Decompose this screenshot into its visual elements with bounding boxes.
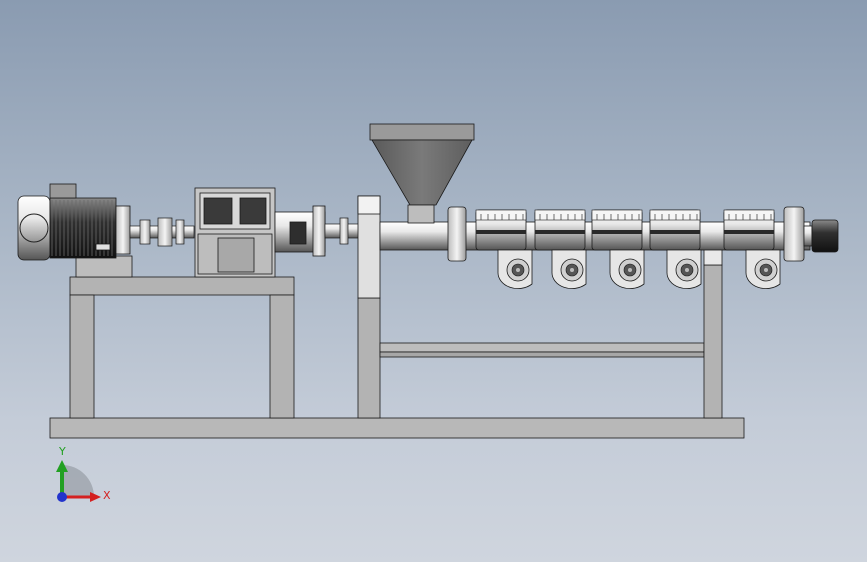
axis-triad: Y X [56, 445, 111, 502]
drive-motor [17, 183, 133, 278]
hopper-neck [407, 204, 435, 224]
motor-name-plate [95, 243, 111, 251]
cross-brace-upper [379, 342, 705, 353]
motor-foot [75, 255, 133, 278]
motor-cooling-fins [19, 197, 117, 259]
die-head [811, 219, 839, 253]
gearbox [194, 187, 326, 278]
cooling-fan [497, 249, 533, 289]
y-axis-label: Y [58, 445, 66, 458]
motor-end-cap [17, 195, 51, 261]
motor-stand-top [69, 276, 295, 296]
motor-stand-leg-left [69, 294, 95, 419]
motor-flange [115, 205, 131, 255]
cooling-fan [745, 249, 781, 289]
heater-bands [475, 209, 775, 251]
shaft-collar [339, 217, 349, 245]
heater-band [591, 209, 643, 251]
hopper-funnel [371, 139, 473, 206]
barrel-flange-2 [783, 206, 805, 262]
barrel-support-column [357, 297, 381, 419]
barrel-flange-1 [447, 206, 467, 262]
terminal-box [49, 183, 77, 199]
base-plate [49, 417, 745, 439]
shaft-coupling [129, 217, 195, 247]
heater-band [649, 209, 701, 251]
cross-brace-lower [379, 351, 705, 358]
heater-band [475, 209, 527, 251]
cooling-fans [497, 249, 781, 289]
heater-band [534, 209, 586, 251]
cooling-fan [666, 249, 702, 289]
right-support-column [703, 264, 723, 419]
heater-band [723, 209, 775, 251]
motor-stand-leg-right [269, 294, 295, 419]
die-adapter [803, 225, 813, 247]
hopper-lid [369, 123, 475, 141]
x-axis-label: X [103, 489, 111, 502]
feed-hopper [369, 123, 475, 224]
cooling-fan [551, 249, 587, 289]
cooling-fan [609, 249, 645, 289]
